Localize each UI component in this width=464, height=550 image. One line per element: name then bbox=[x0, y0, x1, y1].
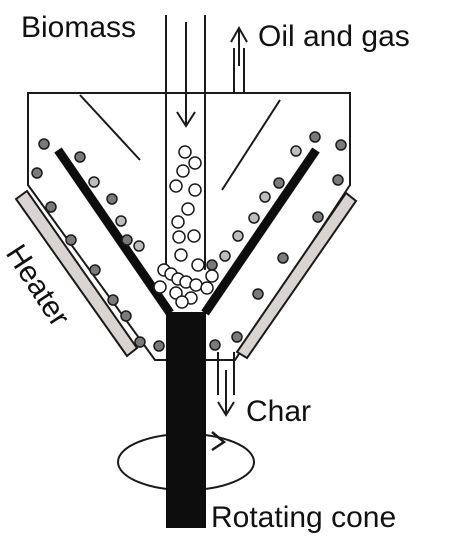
biomass-particle bbox=[187, 229, 201, 243]
left-deflector-line bbox=[79, 94, 141, 161]
biomass-particle bbox=[171, 215, 185, 229]
sand-particle-dark bbox=[38, 138, 50, 150]
sand-particle-dark bbox=[89, 264, 101, 276]
label-char: Char bbox=[246, 395, 311, 428]
biomass-particle bbox=[188, 183, 202, 197]
label-rotating-cone: Rotating cone bbox=[211, 501, 396, 534]
feed-tube bbox=[165, 15, 206, 270]
oil-and-gas-outlet-arrow bbox=[230, 25, 248, 93]
sand-particle-light bbox=[248, 212, 260, 224]
right-deflector-line bbox=[221, 99, 281, 191]
sand-particle-dark bbox=[120, 310, 132, 322]
biomass-particle bbox=[176, 164, 190, 178]
sand-particle-dark bbox=[206, 259, 218, 271]
sand-particle-dark bbox=[106, 193, 118, 205]
biomass-particle bbox=[200, 281, 214, 295]
sand-particle-light bbox=[259, 191, 271, 203]
sand-particle-dark bbox=[277, 252, 289, 264]
sand-particle-dark bbox=[231, 331, 243, 343]
biomass-particle bbox=[169, 179, 183, 193]
sand-particle-dark bbox=[45, 201, 57, 213]
sand-particle-dark bbox=[273, 177, 285, 189]
biomass-particle bbox=[191, 258, 205, 272]
sand-particle-dark bbox=[153, 340, 165, 352]
biomass-particle bbox=[153, 280, 167, 294]
sand-particle-dark bbox=[312, 211, 324, 223]
biomass-particle bbox=[178, 145, 192, 159]
sand-particle-dark bbox=[74, 151, 86, 163]
sand-particle-dark bbox=[65, 234, 77, 246]
sand-particle-dark bbox=[134, 336, 146, 348]
sand-particle-dark bbox=[252, 288, 264, 300]
biomass-particle bbox=[172, 230, 186, 244]
cone-wall-right bbox=[201, 147, 320, 316]
sand-particle-light bbox=[115, 215, 127, 227]
label-oil-and-gas: Oil and gas bbox=[258, 20, 410, 53]
sand-particle-dark bbox=[332, 174, 344, 186]
sand-particle-dark bbox=[309, 131, 321, 143]
sand-particle-light bbox=[290, 145, 302, 157]
biomass-particle bbox=[174, 248, 188, 262]
heater-left bbox=[14, 189, 139, 358]
sand-particle-dark bbox=[209, 339, 221, 351]
char-outlet-arrow bbox=[217, 352, 235, 417]
cone-wall-left bbox=[54, 147, 174, 316]
biomass-particle bbox=[188, 156, 202, 170]
heater-right bbox=[235, 191, 358, 360]
particles-layer bbox=[31, 131, 347, 352]
sand-particle-light bbox=[88, 176, 100, 188]
sand-particle-dark bbox=[107, 294, 119, 306]
biomass-arrow bbox=[176, 22, 196, 128]
biomass-particle bbox=[189, 278, 203, 292]
shaft-front-overlap bbox=[166, 430, 206, 500]
rotation-arrowhead bbox=[211, 431, 227, 452]
sand-particle-dark bbox=[335, 139, 347, 151]
sand-particle-light bbox=[133, 240, 145, 252]
sand-particle-dark bbox=[31, 167, 43, 179]
sand-particle-light bbox=[232, 230, 244, 242]
sand-particle-dark bbox=[121, 234, 133, 246]
sand-particle-light bbox=[219, 250, 231, 262]
biomass-particle bbox=[175, 295, 189, 309]
biomass-particle bbox=[205, 269, 219, 283]
biomass-particle bbox=[181, 202, 195, 216]
label-biomass: Biomass bbox=[21, 11, 136, 44]
